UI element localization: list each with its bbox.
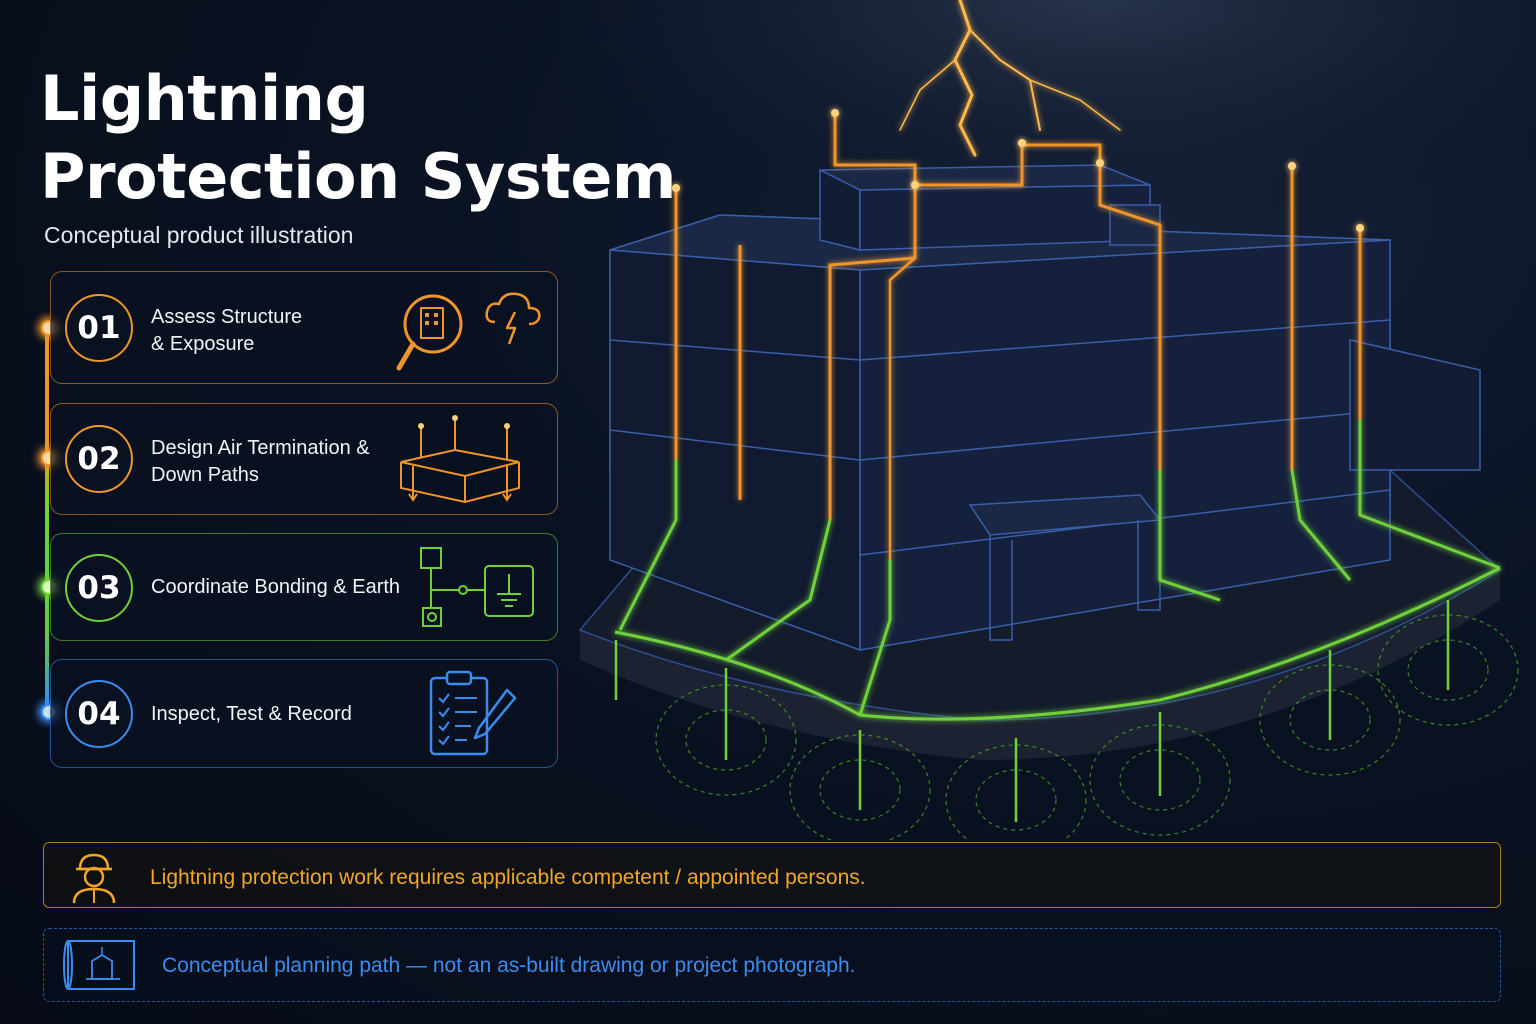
roof-air-terminals-icon — [400, 415, 520, 504]
air-terminal — [672, 184, 680, 192]
air-terminal — [1356, 224, 1364, 232]
earth-rods — [614, 600, 1450, 822]
air-terminal — [1288, 162, 1296, 170]
earth-ring-conductor — [614, 420, 1501, 721]
step-label-line: Design Air Termination & — [151, 437, 370, 459]
step-label-line: Inspect, Test & Record — [151, 703, 352, 725]
step-label-line: Coordinate Bonding & Earth — [151, 576, 401, 598]
step-number-badge: 04 — [65, 680, 133, 748]
building-wireframe — [609, 164, 1481, 652]
worker-helmet-icon — [72, 853, 116, 903]
step-label-line: Down Paths — [151, 464, 259, 486]
step-timeline — [45, 326, 49, 710]
competent-persons-warning: Lightning protection work requires appli… — [43, 842, 1501, 908]
step-number-badge: 03 — [65, 554, 133, 622]
lightning-bolt — [899, 0, 1121, 157]
ground-field-rings — [655, 614, 1519, 840]
page-subtitle: Conceptual product illustration — [44, 222, 354, 248]
step-label: Inspect, Test & Record — [151, 701, 352, 728]
air-terminal — [831, 109, 839, 117]
step-number-badge: 01 — [65, 294, 133, 362]
step-card-3[interactable]: 03 Coordinate Bonding & Earth — [50, 533, 558, 641]
conceptual-disclaimer: Conceptual planning path — not an as-bui… — [43, 928, 1501, 1002]
step-card-2[interactable]: 02 Design Air Termination & Down Paths — [50, 403, 558, 515]
step-card-1[interactable]: 01 Assess Structure & Exposure — [50, 271, 558, 384]
clipboard-checklist-icon — [429, 670, 517, 756]
step-label: Coordinate Bonding & Earth — [151, 574, 400, 601]
building-lps-illustration — [560, 0, 1536, 840]
down-conductors — [674, 115, 1362, 560]
storm-cloud-icon — [485, 292, 541, 345]
step-label-line: & Exposure — [151, 333, 255, 355]
step-label: Assess Structure & Exposure — [151, 304, 302, 358]
bonding-earth-diagram-icon — [420, 547, 534, 627]
blueprint-icon — [63, 940, 135, 990]
warning-text: Lightning protection work requires appli… — [150, 866, 866, 889]
magnifier-building-icon — [396, 294, 463, 371]
step-label-line: Assess Structure — [151, 306, 303, 328]
air-terminal — [911, 181, 919, 189]
disclaimer-text: Conceptual planning path — not an as-bui… — [162, 954, 856, 977]
step-card-4[interactable]: 04 Inspect, Test & Record — [50, 659, 558, 768]
step-number-badge: 02 — [65, 425, 133, 493]
air-terminal — [1096, 159, 1104, 167]
step-label: Design Air Termination & Down Paths — [151, 435, 370, 489]
air-terminal — [1018, 139, 1026, 147]
